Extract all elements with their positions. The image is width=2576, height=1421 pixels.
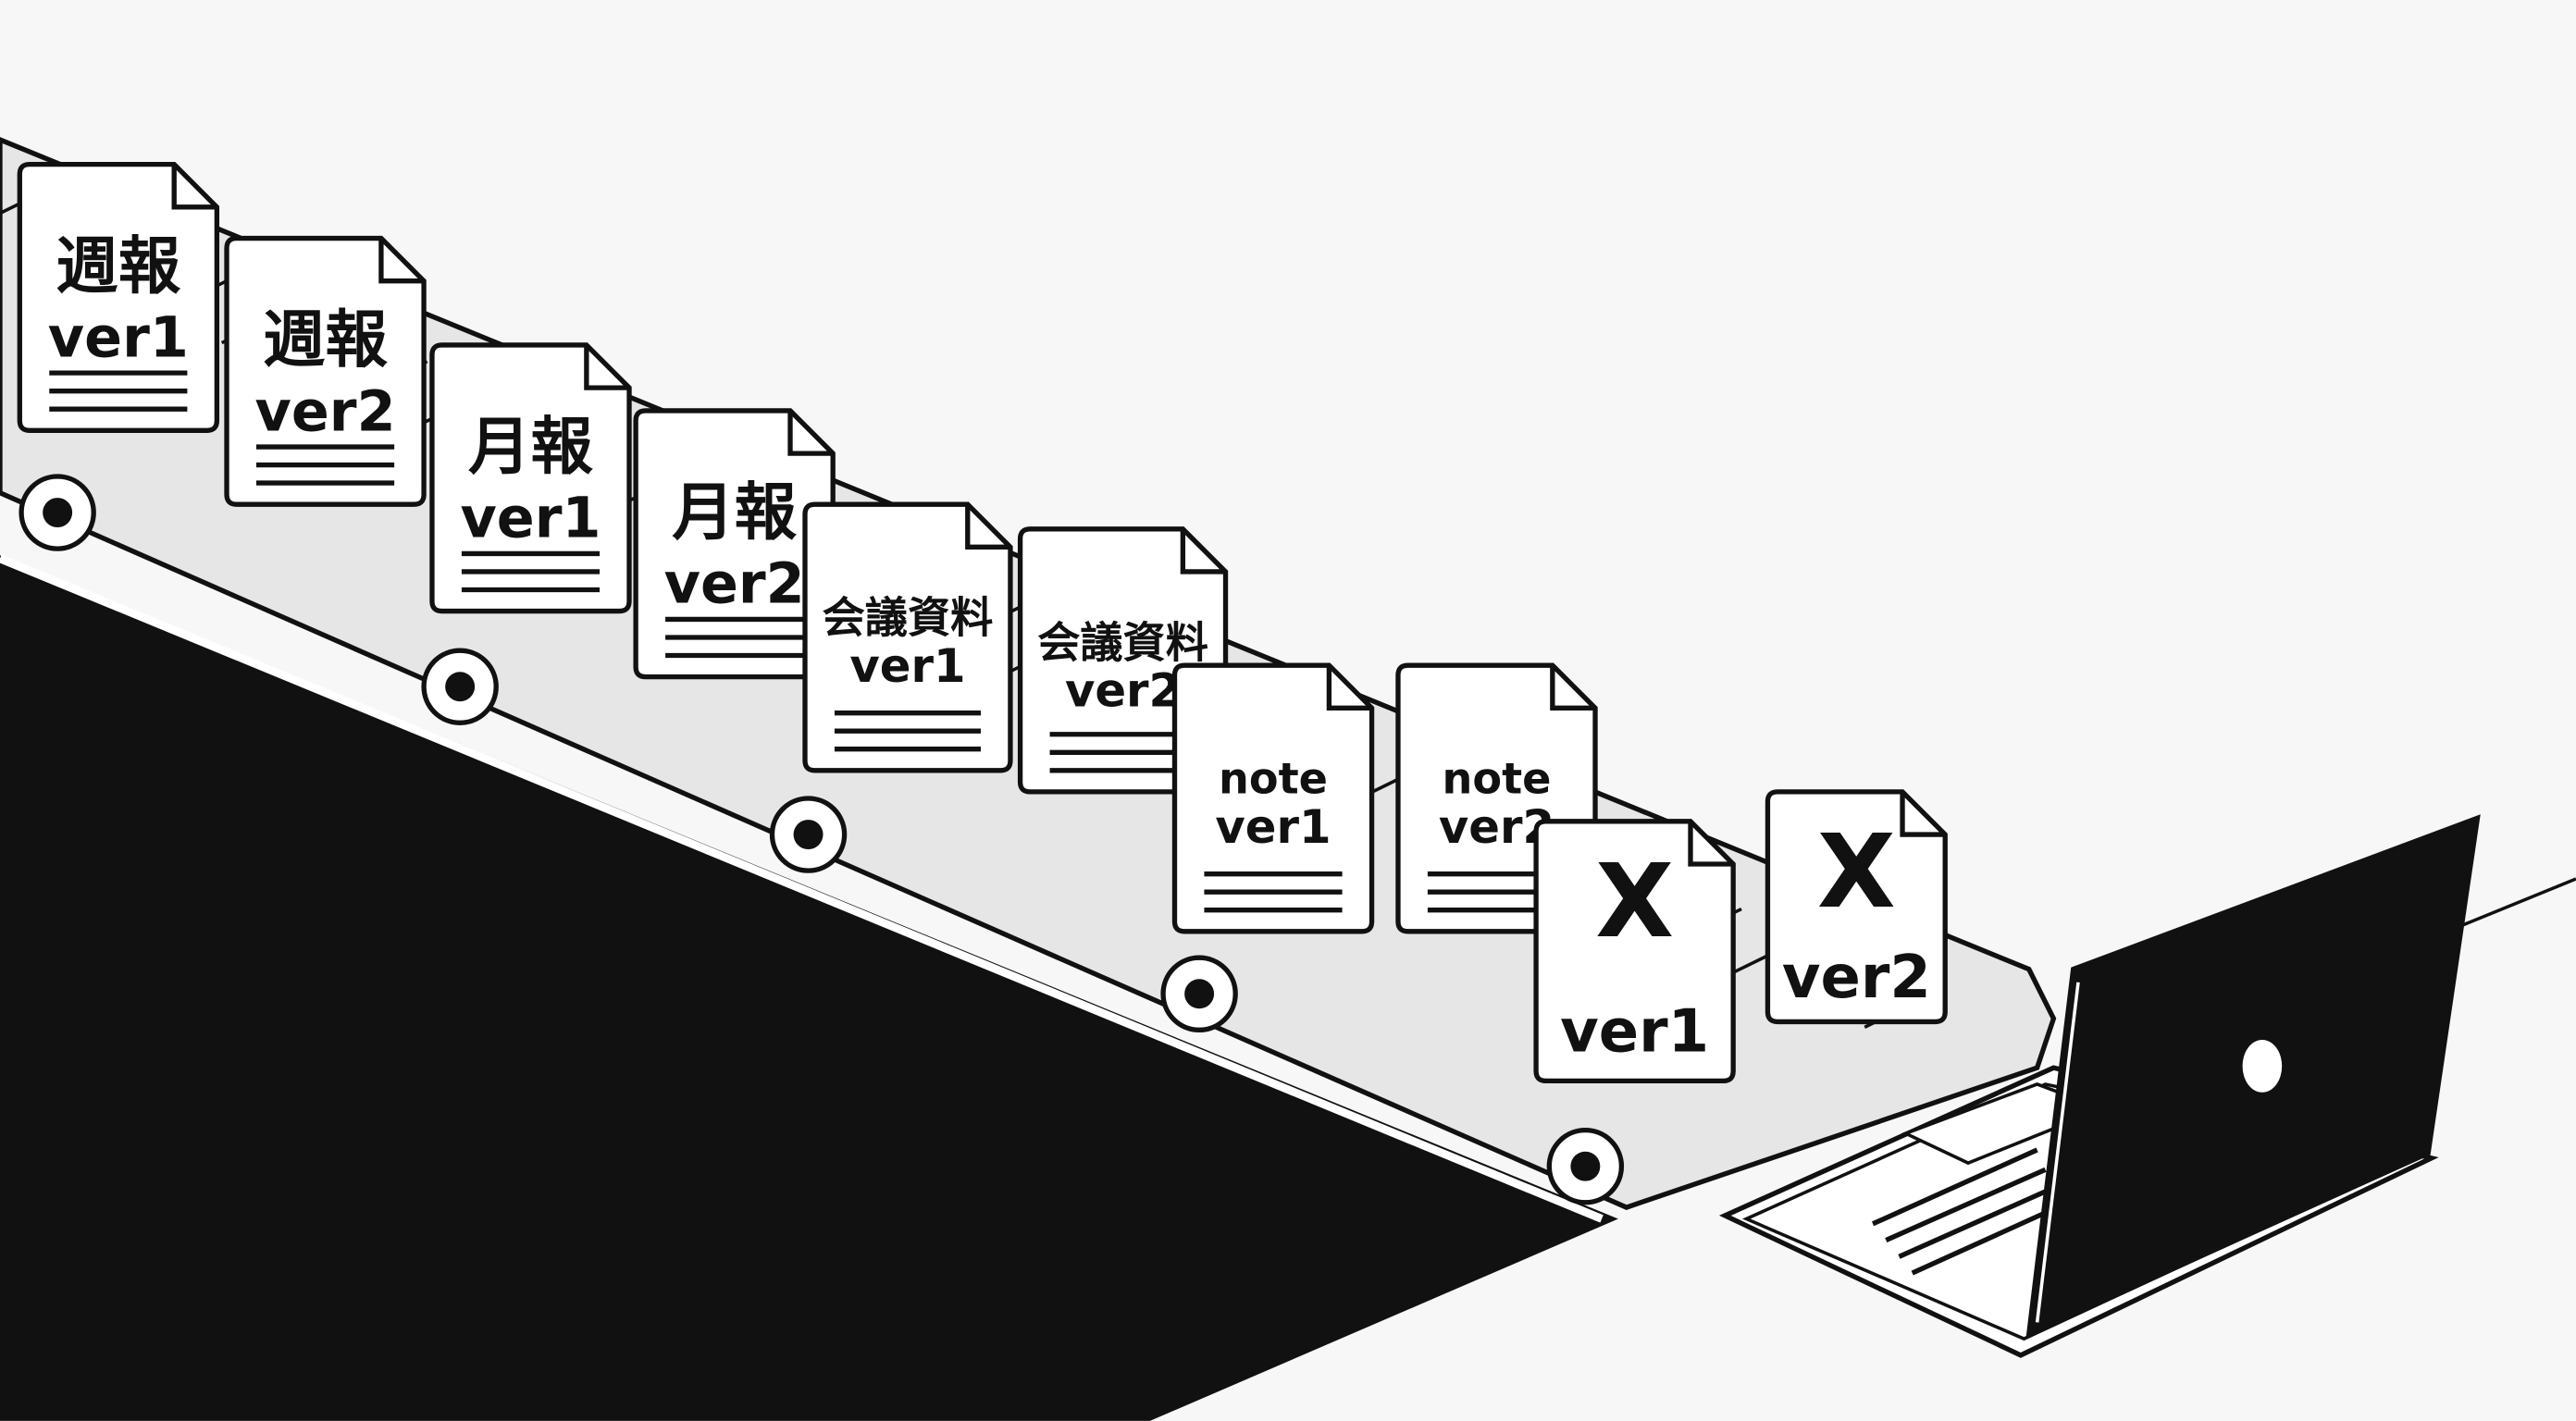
rollers bbox=[19, 474, 1625, 1205]
document-version: ver2 bbox=[1065, 664, 1181, 718]
document-title: X bbox=[1595, 842, 1674, 960]
laptop bbox=[1718, 814, 2481, 1358]
document-title: 月報 bbox=[672, 476, 797, 549]
document-version: ver1 bbox=[460, 487, 601, 551]
document-title: 週報 bbox=[56, 229, 180, 303]
document-icon bbox=[802, 501, 1013, 773]
document-title: 会議資料 bbox=[823, 593, 994, 643]
roller bbox=[1160, 955, 1238, 1032]
document-version: ver1 bbox=[849, 639, 965, 693]
document-version: ver2 bbox=[1782, 944, 1931, 1012]
document-title: note bbox=[1219, 754, 1328, 804]
document-version: ver2 bbox=[664, 552, 805, 617]
document-version: ver1 bbox=[1215, 800, 1331, 854]
document-title: note bbox=[1443, 754, 1552, 804]
roller bbox=[19, 474, 96, 551]
document-title: 週報 bbox=[263, 303, 388, 377]
conveyor-body bbox=[0, 555, 1618, 1421]
conveyor-edge-stripe bbox=[0, 554, 1604, 1223]
roller bbox=[1546, 1127, 1625, 1205]
document-version: ver2 bbox=[255, 379, 396, 444]
roller bbox=[421, 648, 499, 725]
document-title: 月報 bbox=[468, 410, 593, 483]
document-icon bbox=[1533, 819, 1736, 1084]
laptop-keyboard bbox=[1871, 1147, 2055, 1276]
document-title: X bbox=[1817, 812, 1896, 931]
document-icon bbox=[224, 235, 427, 507]
document-icon bbox=[1765, 789, 1948, 1025]
laptop-logo bbox=[2242, 1039, 2283, 1093]
roller bbox=[769, 796, 848, 873]
document-icon bbox=[17, 161, 220, 433]
document-title: 会議資料 bbox=[1037, 617, 1208, 667]
document-icon bbox=[1171, 662, 1375, 934]
document-version: ver1 bbox=[48, 305, 189, 370]
document-version: ver1 bbox=[1560, 997, 1709, 1066]
document-icon bbox=[429, 342, 632, 614]
